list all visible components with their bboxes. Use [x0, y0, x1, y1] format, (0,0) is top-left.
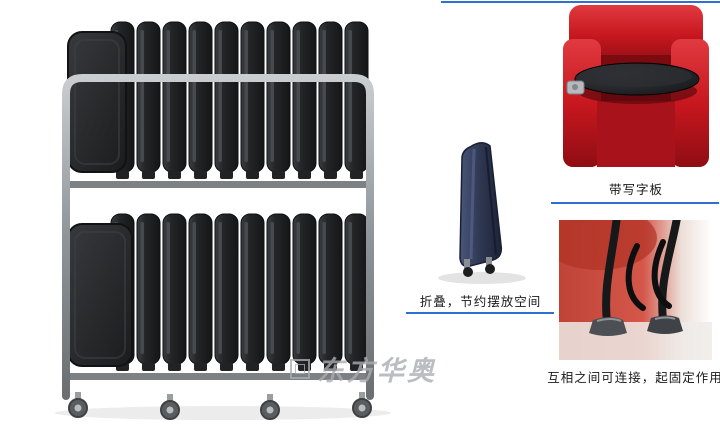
- divider-folding: [406, 312, 554, 314]
- divider-writing-tablet: [551, 202, 719, 204]
- folded-chairs-top-row: [67, 21, 369, 180]
- divider-top: [441, 1, 720, 3]
- caption-connectors: 互相之间可连接，起固定作用: [547, 371, 720, 385]
- feature-image-writing-tablet: [557, 5, 715, 173]
- caption-writing-tablet: 带写字板: [608, 183, 663, 197]
- feature-image-folding: [424, 137, 546, 287]
- main-product-image: [18, 4, 398, 422]
- feature-image-connectors: [559, 220, 712, 360]
- folded-chair-illustration: [438, 142, 526, 284]
- caption-folding: 折叠，节约摆放空间: [419, 295, 542, 309]
- chair-cart-illustration: [55, 21, 391, 420]
- cart-frame: [62, 74, 374, 400]
- folded-chairs-bottom-row: [67, 213, 369, 372]
- writing-tablet-illustration: [557, 5, 715, 173]
- leg-connectors-illustration: [559, 220, 712, 360]
